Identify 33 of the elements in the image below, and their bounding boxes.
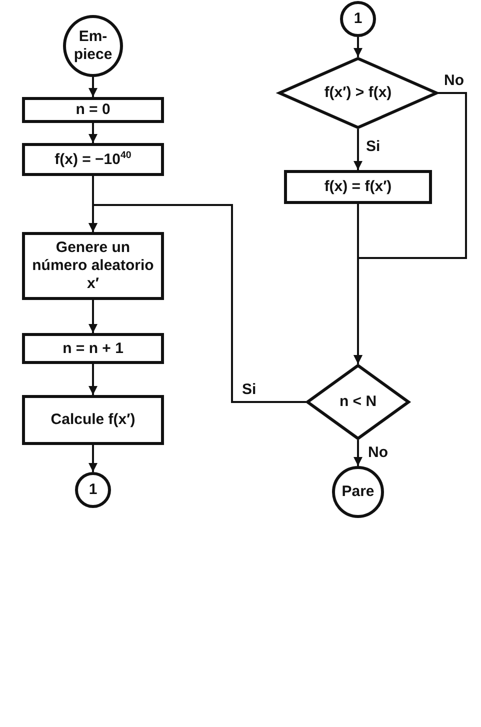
node-text: 1 xyxy=(352,10,364,28)
arrow xyxy=(88,123,98,143)
arrow xyxy=(88,77,98,97)
node-text: f(x) = −10$^{40}$ xyxy=(54,150,132,169)
process-box xyxy=(284,170,432,204)
arrow xyxy=(354,37,362,57)
arrow xyxy=(88,364,98,395)
node-text: Calcule f(x′) xyxy=(50,411,136,429)
process-box xyxy=(22,333,164,364)
arrow xyxy=(354,204,362,364)
process-box xyxy=(22,143,164,176)
node-text: f(x′) > f(x) xyxy=(323,84,393,102)
arrow xyxy=(88,300,98,333)
node-text: n = 0 xyxy=(74,101,112,119)
terminal-circle xyxy=(332,466,384,518)
decision-diamond xyxy=(278,57,438,129)
process-box xyxy=(22,395,164,445)
arrow xyxy=(354,129,362,170)
node-text: Em- piece xyxy=(72,28,114,64)
arrow xyxy=(88,445,98,472)
process-box xyxy=(22,97,164,123)
decision-diamond xyxy=(306,364,410,440)
node-text: f(x) = f(x′) xyxy=(323,178,393,196)
node-text: Pare xyxy=(340,483,376,501)
terminal-circle xyxy=(340,1,376,37)
arrow xyxy=(354,440,362,466)
process-box xyxy=(22,232,164,300)
terminal-circle xyxy=(75,472,111,508)
node-text: Genere un número aleatorio x′ xyxy=(31,239,155,293)
node-text: 1 xyxy=(88,481,98,499)
arrow xyxy=(88,204,306,403)
node-text: n = n + 1 xyxy=(62,340,124,358)
node-text: n < N xyxy=(338,393,378,411)
